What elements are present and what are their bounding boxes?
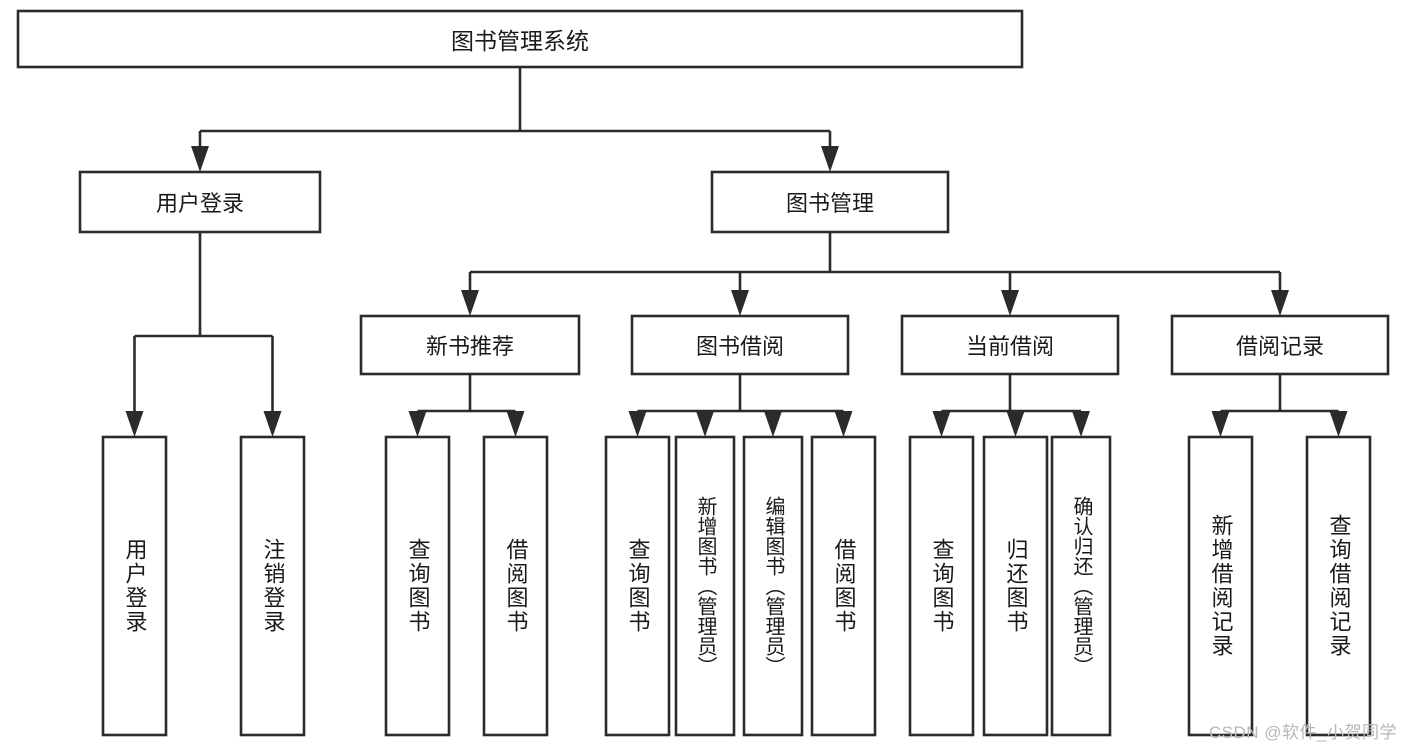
- node-box-root[interactable]: [16, 9, 1024, 69]
- node-box-leaf-return-book[interactable]: [982, 435, 1049, 737]
- arrow-head-icon: [408, 411, 427, 437]
- node-box-leaf-logout[interactable]: [239, 435, 306, 737]
- node-box-book-manage[interactable]: [710, 170, 950, 234]
- arrow-head-icon: [263, 411, 282, 437]
- arrow-head-icon: [1271, 290, 1289, 316]
- edges-layer: [125, 67, 1348, 437]
- arrow-head-icon: [932, 411, 951, 437]
- node-box-leaf-borrow-book-2[interactable]: [810, 435, 877, 737]
- arrow-head-icon: [1329, 411, 1348, 437]
- nodes-layer: [16, 9, 1390, 737]
- arrow-head-icon: [731, 290, 749, 316]
- node-box-leaf-add-record[interactable]: [1187, 435, 1254, 737]
- arrow-head-icon: [1072, 411, 1090, 437]
- node-box-leaf-query-book-2[interactable]: [604, 435, 671, 737]
- arrow-head-icon: [764, 411, 782, 437]
- watermark-text: CSDN @软件_小贺同学: [1208, 723, 1397, 742]
- node-box-borrow-record[interactable]: [1170, 314, 1390, 376]
- arrow-head-icon: [125, 411, 144, 437]
- node-box-leaf-borrow-book-1[interactable]: [482, 435, 549, 737]
- arrow-head-icon: [834, 411, 853, 437]
- node-box-leaf-query-book-3[interactable]: [908, 435, 975, 737]
- node-box-leaf-confirm-return[interactable]: [1050, 435, 1112, 737]
- node-box-leaf-user-login[interactable]: [101, 435, 168, 737]
- arrow-head-icon: [696, 411, 714, 437]
- node-box-current-borrow[interactable]: [900, 314, 1120, 376]
- arrow-head-icon: [628, 411, 647, 437]
- arrow-head-icon: [1211, 411, 1230, 437]
- arrow-head-icon: [506, 411, 525, 437]
- node-box-leaf-edit-book[interactable]: [742, 435, 804, 737]
- node-box-new-book-rec[interactable]: [359, 314, 581, 376]
- node-box-leaf-query-record[interactable]: [1305, 435, 1372, 737]
- arrow-head-icon: [191, 146, 209, 172]
- node-box-leaf-add-book[interactable]: [674, 435, 736, 737]
- arrow-head-icon: [1001, 290, 1019, 316]
- arrow-head-icon: [1006, 411, 1025, 437]
- node-box-leaf-query-book-1[interactable]: [384, 435, 451, 737]
- arrow-head-icon: [461, 290, 479, 316]
- arrow-head-icon: [821, 146, 839, 172]
- node-box-book-borrow[interactable]: [630, 314, 850, 376]
- node-box-user-login[interactable]: [78, 170, 322, 234]
